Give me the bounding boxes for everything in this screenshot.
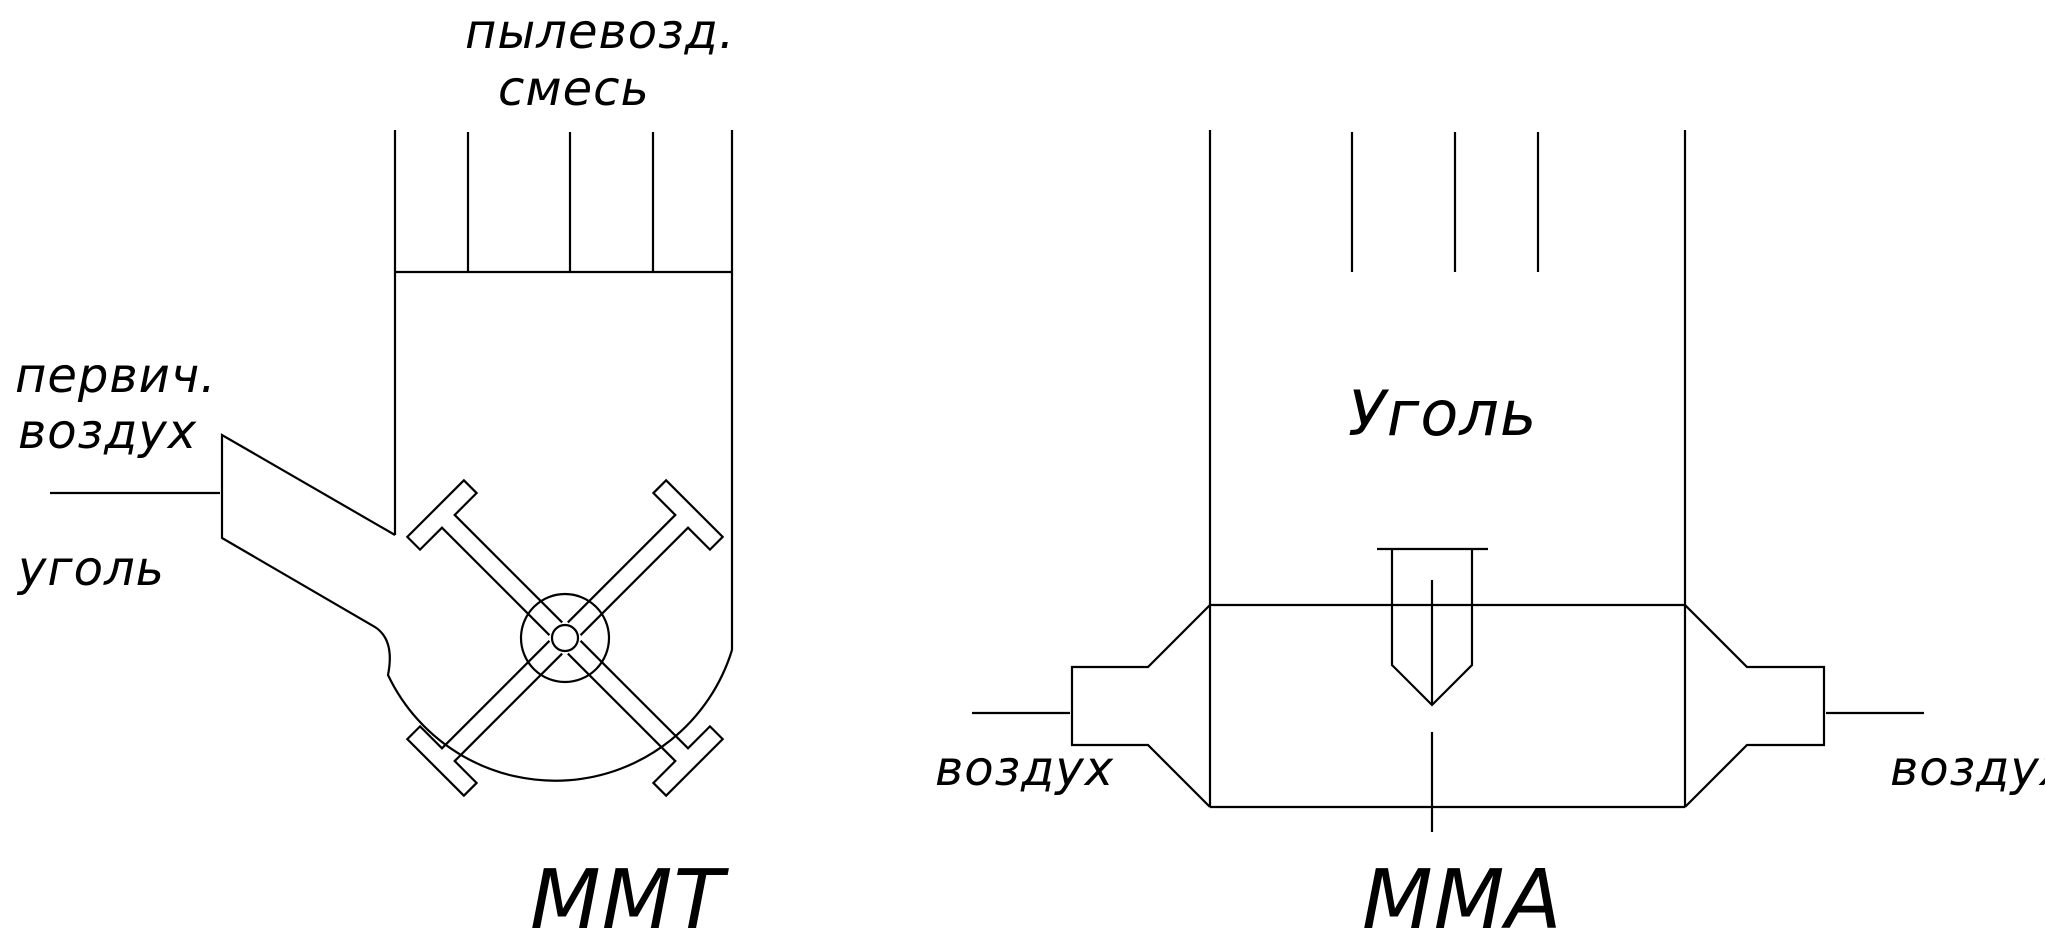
air-right-label: воздух	[1890, 741, 2045, 797]
inlet-label-line1: первич.	[15, 348, 216, 404]
outlet-label-line2: смесь	[498, 61, 650, 117]
drum-mill-diagram: Уголь воздух воздух ММА	[935, 130, 2045, 946]
coal-label: уголь	[16, 541, 165, 597]
hammer-arm-1	[567, 478, 725, 636]
air-left-label: воздух	[935, 741, 1114, 797]
rotor	[405, 478, 725, 798]
hammer-arm-2	[567, 640, 725, 798]
right-diagram-title: ММА	[1362, 853, 1563, 946]
outlet-label-line1: пылевозд.	[465, 4, 735, 60]
left-diagram-title: ММТ	[530, 853, 729, 946]
feeder	[1377, 547, 1488, 832]
inlet-label-line2: воздух	[18, 404, 197, 460]
rotor-axis	[550, 623, 580, 653]
mill-body-outline	[220, 433, 734, 782]
hammer-arm-3	[405, 640, 563, 798]
right-nozzle	[1684, 604, 1826, 808]
left-nozzle	[1070, 604, 1211, 808]
coal-label: Уголь	[1348, 377, 1537, 450]
hammer-arm-4	[405, 478, 563, 636]
rotor-hub	[519, 592, 611, 684]
hammer-mill-diagram: пылевозд. смесь первич. воздух уголь ММТ	[15, 4, 735, 946]
